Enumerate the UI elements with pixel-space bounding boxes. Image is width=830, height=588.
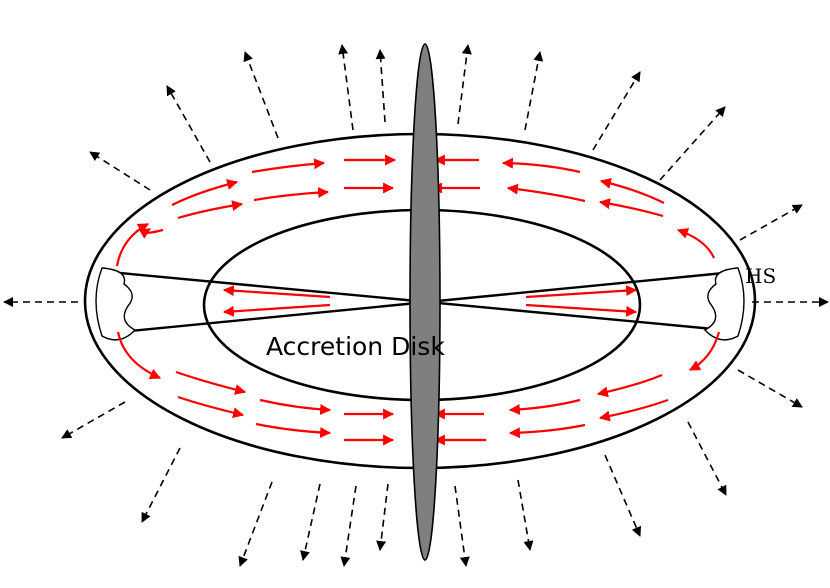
flow-arrow xyxy=(116,331,162,380)
outflow-arrow xyxy=(141,447,181,523)
outflow-arrow xyxy=(687,421,727,496)
flow-arrow xyxy=(251,158,326,174)
flow-arrow xyxy=(255,422,332,438)
flow-arrow xyxy=(525,303,638,317)
outflow-arrow xyxy=(592,71,641,151)
outflow-arrow xyxy=(166,85,211,163)
hot-spot-left xyxy=(95,267,137,341)
outflow-arrow xyxy=(300,483,321,561)
flow-arrow xyxy=(508,398,581,415)
outflow-arrow xyxy=(243,51,279,139)
flow-arrow xyxy=(253,187,330,202)
outflow-arrow xyxy=(659,106,726,181)
flow-arrow xyxy=(596,373,663,398)
outflow-arrow xyxy=(454,485,470,567)
hot-spot-label: HS xyxy=(745,264,776,288)
outflow-arrow xyxy=(739,204,803,241)
flow-arrow xyxy=(177,200,244,220)
flow-arrow xyxy=(689,331,721,371)
flow-arrow xyxy=(138,228,164,239)
outflow-arrow xyxy=(340,485,357,567)
flow-arrow xyxy=(525,285,638,299)
outflow-arrow xyxy=(238,481,273,567)
circulation-flow-arrows xyxy=(115,154,721,446)
hot-spot-right xyxy=(703,267,745,341)
flow-arrow xyxy=(598,398,669,422)
outflow-arrow xyxy=(517,479,534,551)
accretion-disk-label: Accretion Disk xyxy=(266,332,445,361)
flow-arrow xyxy=(599,177,665,204)
flow-arrow xyxy=(676,228,716,259)
outflow-arrow xyxy=(338,44,354,131)
flow-arrow xyxy=(222,285,331,299)
flow-arrow xyxy=(115,223,149,267)
flow-arrow xyxy=(171,179,239,206)
outflow-arrow xyxy=(61,401,126,439)
flow-arrow xyxy=(508,423,586,439)
flow-arrow xyxy=(259,398,332,415)
flow-arrow xyxy=(177,395,245,419)
flow-arrow xyxy=(175,370,247,395)
outflow-arrow xyxy=(737,369,803,408)
flow-arrow xyxy=(506,183,586,203)
flow-arrow xyxy=(222,303,331,317)
outflow-arrow xyxy=(457,44,472,125)
outflow-arrow xyxy=(604,454,642,537)
outflow-arrow xyxy=(376,483,389,551)
outflow-arrow xyxy=(524,51,544,131)
flow-arrow xyxy=(501,157,581,174)
jet xyxy=(409,43,441,561)
flow-arrow xyxy=(598,198,664,218)
outflow-arrows xyxy=(3,44,829,567)
outflow-arrow xyxy=(375,49,386,123)
outflow-arrow xyxy=(89,151,151,191)
